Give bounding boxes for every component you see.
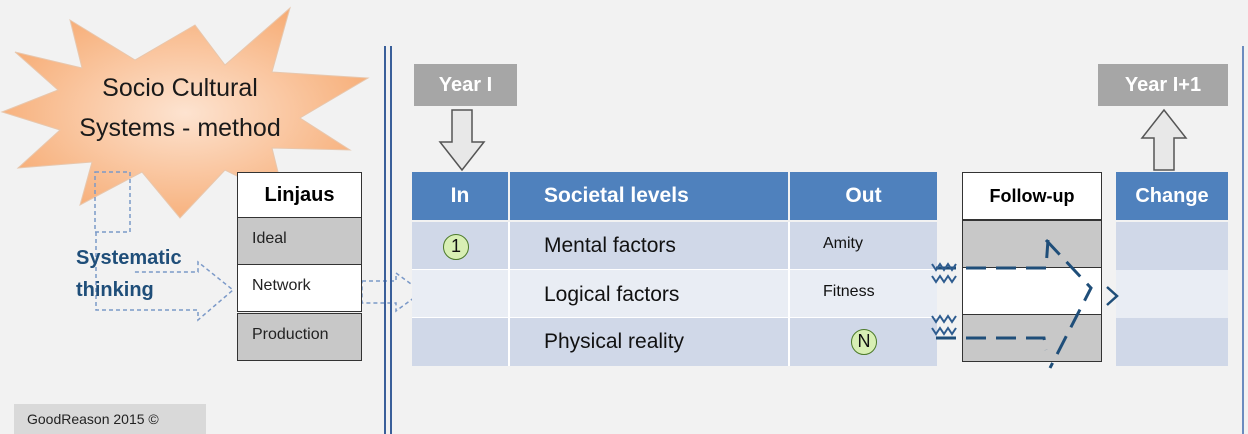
change-cell (1116, 222, 1228, 270)
header-in: In (412, 172, 508, 220)
down-arrow-icon (438, 109, 486, 172)
up-arrow-icon (1140, 108, 1188, 171)
starburst-shape (0, 6, 370, 219)
change-cell (1116, 318, 1228, 366)
column-divider (788, 222, 790, 366)
separator-line (384, 46, 386, 434)
method-title-line1: Socio Cultural (102, 74, 258, 102)
change-cell (1116, 270, 1228, 318)
out-amity: Amity (823, 235, 863, 252)
out-fitness: Fitness (823, 283, 875, 300)
separator-line (390, 46, 392, 434)
level-physical: Physical reality (544, 330, 685, 353)
level-logical: Logical factors (544, 283, 680, 306)
linjaus-header: Linjaus (237, 172, 362, 218)
dashed-connector (94, 171, 424, 322)
year-end-label: Year I+1 (1098, 64, 1228, 106)
separator-line-right (1242, 46, 1244, 434)
end-badge: N (851, 329, 877, 355)
chevron-right-icon (1106, 286, 1119, 306)
level-mental: Mental factors (544, 234, 676, 257)
header-societal-levels: Societal levels (510, 172, 788, 220)
systematic-thinking-label: Systematic thinking (76, 247, 182, 301)
start-badge: 1 (443, 234, 469, 260)
table-row (412, 222, 937, 270)
copyright-footer: GoodReason 2015 © (14, 404, 206, 434)
method-title-line2: Systems - method (79, 114, 281, 142)
table-row (412, 318, 937, 366)
column-divider (508, 222, 510, 366)
followup-header: Follow-up (962, 172, 1102, 220)
header-out: Out (790, 172, 937, 220)
row-divider (412, 317, 937, 318)
table-row (412, 270, 937, 318)
followup-cell (962, 220, 1102, 268)
linjaus-row-network: Network (237, 264, 362, 312)
row-divider (412, 269, 937, 270)
change-header: Change (1116, 172, 1228, 220)
linjaus-row-ideal: Ideal (237, 217, 362, 265)
dashed-arrow-icon (931, 238, 1093, 369)
year-start-label: Year I (414, 64, 517, 106)
linjaus-row-production: Production (237, 313, 362, 361)
